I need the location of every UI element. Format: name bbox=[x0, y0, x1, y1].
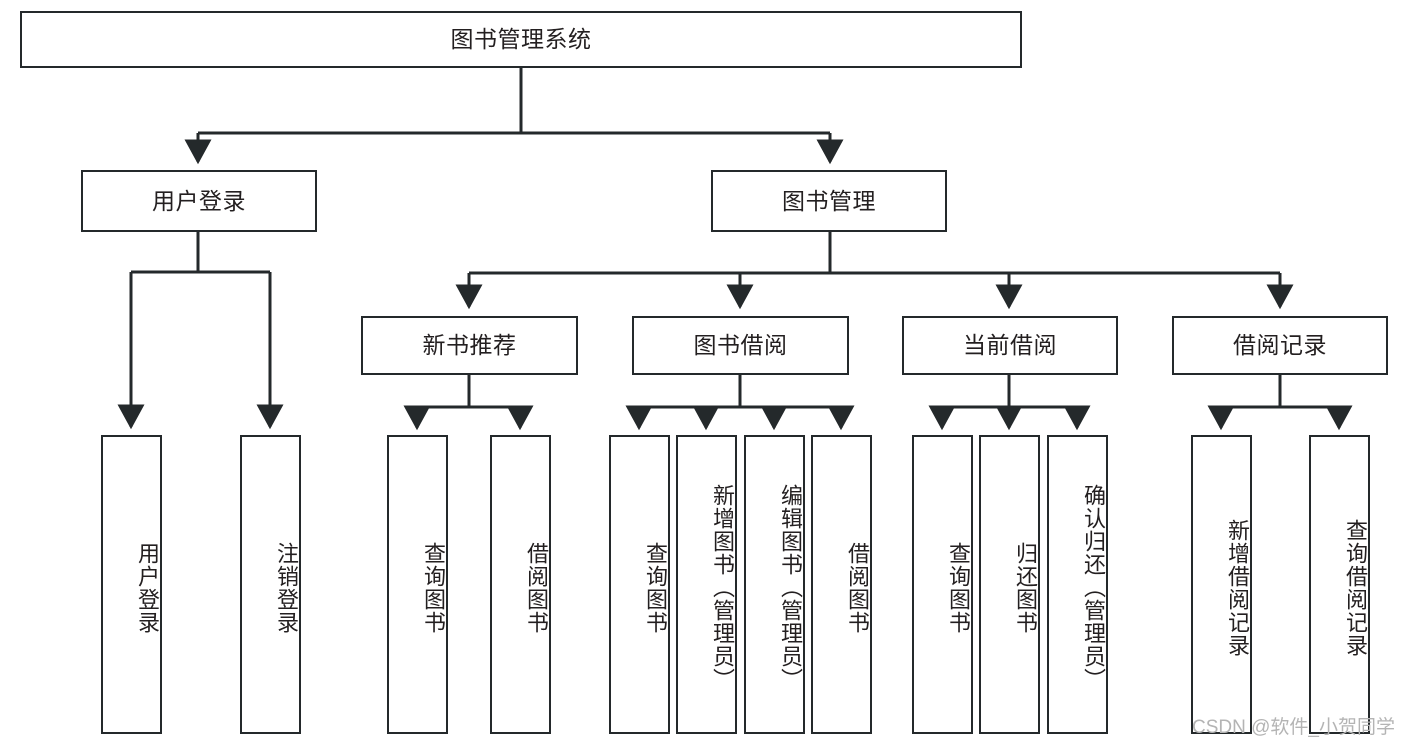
node-label: 查询借阅记录 bbox=[1343, 518, 1368, 657]
node-new-book-recommend[interactable]: 新书推荐 bbox=[361, 316, 578, 375]
leaf-book-borrow-query-book[interactable]: 查询图书 bbox=[609, 435, 670, 734]
node-label: 新书推荐 bbox=[422, 332, 517, 358]
node-label: 用户登录 bbox=[135, 541, 160, 634]
node-label: 新增借阅记录 bbox=[1225, 518, 1250, 657]
leaf-book-borrow-borrow-book[interactable]: 借阅图书 bbox=[811, 435, 872, 734]
leaf-book-borrow-add-book-admin[interactable]: 新增图书（管理员） bbox=[676, 435, 737, 734]
node-label: 新增图书（管理员） bbox=[710, 484, 735, 691]
node-label: 查询图书 bbox=[421, 541, 446, 634]
node-user-login[interactable]: 用户登录 bbox=[81, 170, 317, 232]
leaf-borrow-record-add-record[interactable]: 新增借阅记录 bbox=[1191, 435, 1252, 734]
leaf-user-login-login[interactable]: 用户登录 bbox=[101, 435, 162, 734]
node-book-management[interactable]: 图书管理 bbox=[711, 170, 947, 232]
node-label: 注销登录 bbox=[274, 541, 299, 634]
node-book-borrow[interactable]: 图书借阅 bbox=[632, 316, 849, 375]
node-label: 用户登录 bbox=[152, 187, 246, 214]
node-label: 借阅记录 bbox=[1233, 332, 1327, 358]
node-borrow-record[interactable]: 借阅记录 bbox=[1172, 316, 1388, 375]
node-current-borrow[interactable]: 当前借阅 bbox=[902, 316, 1118, 375]
node-label: 查询图书 bbox=[946, 541, 971, 634]
leaf-current-borrow-query-book[interactable]: 查询图书 bbox=[912, 435, 973, 734]
node-label: 确认归还（管理员） bbox=[1081, 484, 1106, 691]
leaf-current-borrow-return-book[interactable]: 归还图书 bbox=[979, 435, 1040, 734]
node-label: 当前借阅 bbox=[963, 332, 1057, 358]
node-label: 借阅图书 bbox=[524, 541, 549, 634]
node-label: 图书管理系统 bbox=[450, 26, 592, 52]
node-label: 查询图书 bbox=[643, 541, 668, 634]
node-label: 借阅图书 bbox=[845, 541, 870, 634]
node-label: 编辑图书（管理员） bbox=[778, 484, 803, 691]
leaf-new-book-borrow-book[interactable]: 借阅图书 bbox=[490, 435, 551, 734]
node-root-book-management-system[interactable]: 图书管理系统 bbox=[20, 11, 1022, 68]
leaf-current-borrow-confirm-return-admin[interactable]: 确认归还（管理员） bbox=[1047, 435, 1108, 734]
leaf-borrow-record-query-record[interactable]: 查询借阅记录 bbox=[1309, 435, 1370, 734]
leaf-book-borrow-edit-book-admin[interactable]: 编辑图书（管理员） bbox=[744, 435, 805, 734]
node-label: 图书借阅 bbox=[693, 332, 788, 358]
node-label: 图书管理 bbox=[782, 187, 876, 214]
node-label: 归还图书 bbox=[1013, 541, 1038, 634]
watermark-text: CSDN @软件_小贺同学 bbox=[1192, 717, 1395, 738]
leaf-new-book-query-book[interactable]: 查询图书 bbox=[387, 435, 448, 734]
leaf-user-login-logout[interactable]: 注销登录 bbox=[240, 435, 301, 734]
